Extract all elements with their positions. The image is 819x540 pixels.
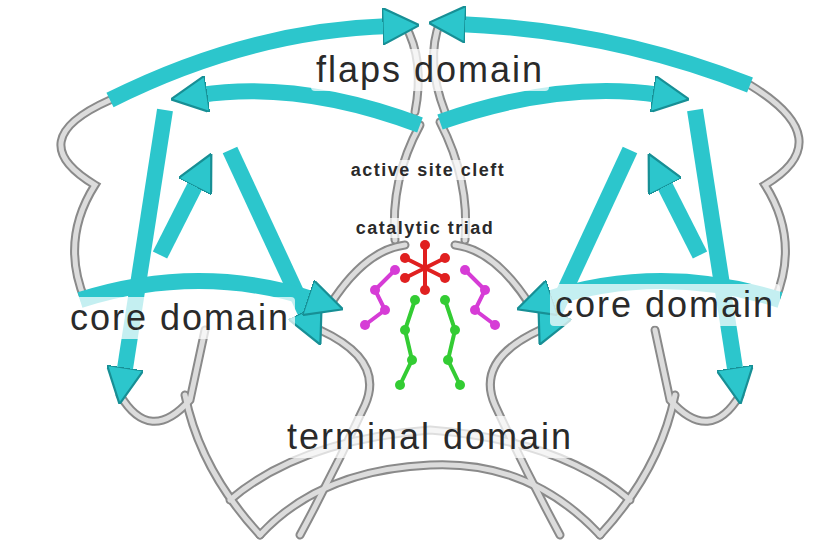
part-label: active site cleft [346,160,511,181]
catalytic-residues [365,245,495,385]
part-label: terminal domain [282,416,578,457]
part-label: core domain [65,297,295,338]
part-label: core domain [550,284,780,325]
atom-spheres [360,240,500,390]
part-label: flaps domain [311,49,549,90]
part-label: catalytic triad [351,218,500,239]
loop-coils [61,22,799,535]
